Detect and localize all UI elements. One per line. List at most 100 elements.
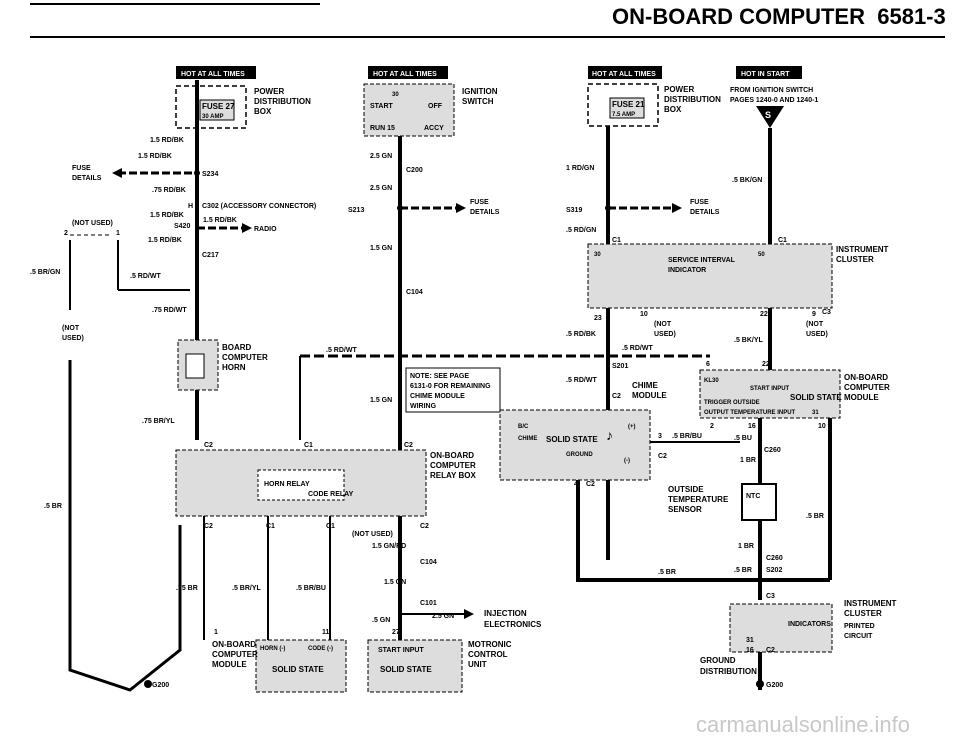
ground-wire — [68, 360, 182, 692]
indicators-label: INDICATORS — [788, 621, 831, 628]
chime-label-1: CHIME — [632, 381, 658, 390]
fuse-details-left-1: FUSE — [72, 165, 91, 172]
printed-label-1: PRINTED — [844, 623, 875, 630]
ground-label: G200 — [766, 682, 783, 689]
power-dist-left-2: DISTRIBUTION — [254, 97, 311, 106]
page-title: ON-BOARD COMPUTER — [612, 4, 865, 29]
arrow-right-icon — [242, 223, 252, 233]
pin-label: 22 — [760, 311, 768, 318]
fuse27-box — [199, 99, 235, 121]
obc-module-right — [699, 369, 841, 419]
horn-label-3: HORN — [222, 363, 246, 372]
pin-function: START INPUT — [750, 386, 790, 392]
instrument-label-2: CLUSTER — [836, 255, 874, 264]
wire-label: 1.5 RD/BK — [203, 217, 237, 224]
fuse21-box — [609, 97, 645, 119]
splice-dot — [397, 205, 403, 211]
motronic-box — [367, 639, 463, 693]
pin-label: 3 — [658, 433, 662, 440]
wire-label: 2.5 GN — [370, 185, 392, 192]
chime-ground-wire — [576, 480, 830, 582]
pin-function: KL30 — [704, 378, 719, 384]
connector-label: C2 — [404, 442, 413, 449]
note-line: CHIME MODULE — [410, 393, 465, 400]
wire-label: .75 RD/BK — [152, 187, 186, 194]
connector-label: C1 — [266, 523, 275, 530]
watermark: carmanualsonline.info — [696, 712, 911, 737]
pin-function: (+) — [628, 424, 636, 430]
pin-label: 2 — [64, 230, 68, 237]
relay-box-label-2: COMPUTER — [430, 461, 476, 470]
arrow-right-icon — [456, 203, 466, 213]
power-dist-right-1: POWER — [664, 85, 694, 94]
wire-label: 1.5 GN — [370, 245, 392, 252]
pin-function: B/C — [518, 424, 529, 430]
solid-state-label: SOLID STATE — [790, 393, 842, 402]
s-arrow-icon — [756, 106, 784, 128]
wire-label: 2.5 GN — [432, 613, 454, 620]
pin-label: 10 — [640, 311, 648, 318]
connector-label: C2 — [612, 393, 621, 400]
pin-label: 11 — [322, 629, 330, 636]
power-dist-left-3: BOX — [254, 107, 272, 116]
wire-label: .5 BR — [734, 567, 752, 574]
instrument-label-1: INSTRUMENT — [836, 245, 889, 254]
pin-label: 10 — [818, 423, 826, 430]
s-marker: S — [765, 110, 771, 120]
obc-right-label-1: ON-BOARD — [844, 373, 888, 382]
connector-label: C101 — [420, 600, 437, 607]
page-number: 6581-3 — [877, 4, 946, 29]
connector-label: C3 — [822, 309, 831, 316]
wire-label: .5 RD/WT — [566, 377, 597, 384]
splice-label: S201 — [612, 363, 628, 370]
ground-dot — [144, 680, 152, 688]
pin-function: CHIME — [518, 436, 537, 442]
wire-label: 1.5 GN — [370, 397, 392, 404]
wire-label: .5 GN — [372, 617, 390, 624]
hot-badge-2-text: HOT AT ALL TIMES — [373, 71, 437, 78]
from-ignition-2: PAGES 1240-0 AND 1240-1 — [730, 97, 818, 104]
pin-function: TRIGGER OUTSIDE — [704, 400, 760, 406]
ntc-label: NTC — [746, 493, 760, 500]
instrument-b-label-2: CLUSTER — [844, 609, 882, 618]
obc-right-label-2: COMPUTER — [844, 383, 890, 392]
pin-function: OUTPUT TEMPERATURE INPUT — [704, 410, 796, 416]
hot-badge-2 — [368, 66, 448, 79]
instrument-cluster-box — [587, 243, 833, 309]
motronic-label-1: MOTRONIC — [468, 640, 512, 649]
not-used-label: (NOT USED) — [72, 220, 113, 227]
pin-label: 31 — [746, 637, 754, 644]
pin-label: 16 — [746, 647, 754, 654]
fuse-details-right-2: DETAILS — [690, 209, 720, 216]
wire-label: .5 BK/GN — [732, 177, 762, 184]
connector-label: C2 — [658, 453, 667, 460]
pin-label: 31 — [812, 410, 819, 416]
horn-relay-label: HORN RELAY — [264, 481, 310, 488]
connector-label: C260 — [764, 447, 781, 454]
fuse-details-right-1: FUSE — [690, 199, 709, 206]
not-used-label: (NOT USED) — [352, 531, 393, 538]
wire-label: .5 RD/GN — [566, 227, 596, 234]
hot-badge-1 — [176, 66, 256, 79]
connector-label: C2 — [766, 647, 775, 654]
relay-inner — [257, 469, 345, 501]
connector-label: C302 (ACCESSORY CONNECTOR) — [202, 203, 316, 210]
hot-badge-1-text: HOT AT ALL TIMES — [181, 71, 245, 78]
note-line: WIRING — [410, 403, 437, 410]
right-section: HOT AT ALL TIMES HOT IN START FUSE 21 7.… — [499, 66, 897, 690]
fuse27-label: FUSE 27 — [202, 102, 235, 111]
connector-label: C1 — [304, 442, 313, 449]
radio-label: RADIO — [254, 226, 277, 233]
connector-label: C104 — [420, 559, 437, 566]
injection-label-2: ELECTRONICS — [484, 620, 542, 629]
wire-label: .5 BR — [658, 569, 676, 576]
wire-label: 1.5 GN — [384, 579, 406, 586]
splice-dot — [757, 577, 763, 583]
instrument-b-label-1: INSTRUMENT — [844, 599, 897, 608]
wire-label: .5 RD/BK — [566, 331, 596, 338]
pin-label: 1 — [116, 230, 120, 237]
obc-label-3: MODULE — [212, 660, 247, 669]
service-label-1: SERVICE INTERVAL — [668, 257, 736, 264]
fuse27-amp: 30 AMP — [202, 114, 223, 120]
instrument-cluster-box-2 — [729, 603, 833, 653]
